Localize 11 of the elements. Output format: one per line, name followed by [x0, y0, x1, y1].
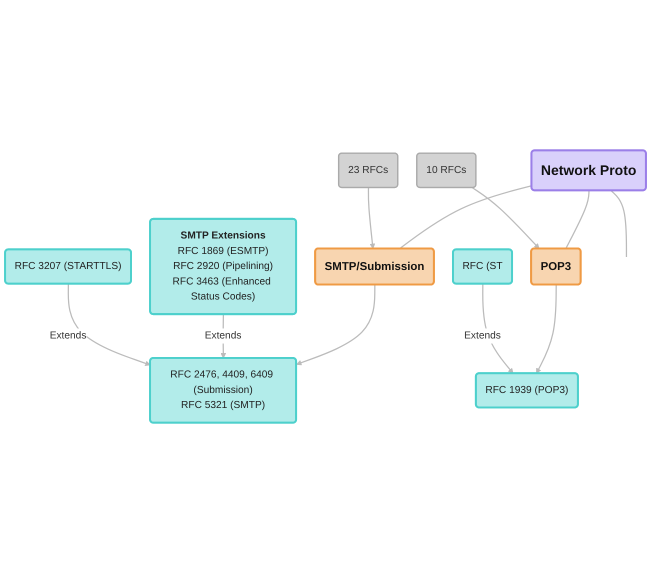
edge-label: Extends	[464, 330, 501, 342]
arrow	[296, 284, 376, 366]
edge-label: Extends	[50, 330, 86, 342]
arrow	[368, 188, 376, 249]
connector	[610, 190, 628, 257]
arrow	[536, 284, 557, 374]
arrow	[68, 284, 151, 366]
connector	[565, 190, 590, 250]
edge-label: Extends	[204, 330, 242, 342]
arrow	[472, 187, 540, 249]
connector	[399, 185, 532, 250]
